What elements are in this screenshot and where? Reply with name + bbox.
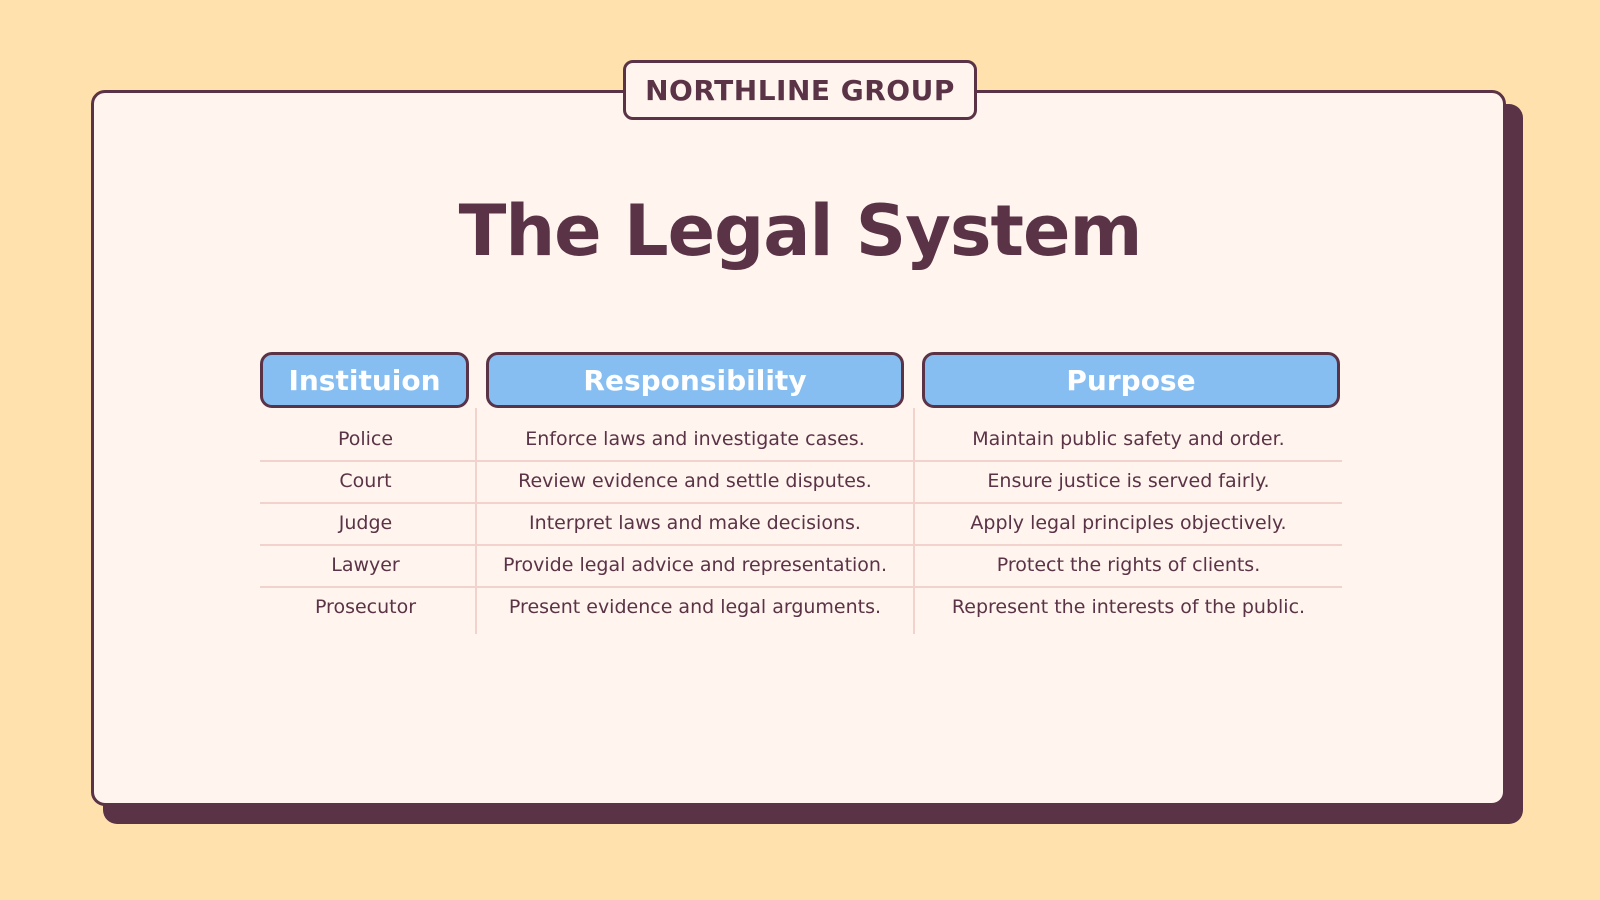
responsibility-cell: Enforce laws and investigate cases. xyxy=(525,428,865,450)
purpose-cell: Ensure justice is served fairly. xyxy=(987,470,1270,492)
table-header-row: Instituion Responsibility Purpose xyxy=(258,352,1342,408)
column-header-institution: Instituion xyxy=(260,352,469,408)
institution-cell: Prosecutor xyxy=(314,596,417,618)
legal-system-table: Instituion Responsibility Purpose Police… xyxy=(258,352,1342,634)
table-row: Lawyer Provide legal advice and represen… xyxy=(260,544,1342,588)
content-card xyxy=(91,90,1506,806)
responsibility-cell: Review evidence and settle disputes. xyxy=(518,470,872,492)
responsibility-cell: Present evidence and legal arguments. xyxy=(508,596,882,618)
responsibility-cell: Interpret laws and make decisions. xyxy=(529,512,861,534)
responsibility-cell: Provide legal advice and representation. xyxy=(502,554,888,576)
brand-badge: NORTHLINE GROUP xyxy=(623,60,977,120)
purpose-cell: Apply legal principles objectively. xyxy=(970,512,1287,534)
table-row: Police Enforce laws and investigate case… xyxy=(260,418,1342,462)
institution-cell: Police xyxy=(337,428,394,450)
page-title: The Legal System xyxy=(458,190,1143,272)
purpose-cell: Maintain public safety and order. xyxy=(972,428,1285,450)
institution-cell: Judge xyxy=(338,512,393,534)
institution-cell: Lawyer xyxy=(331,554,400,576)
table-row: Court Review evidence and settle dispute… xyxy=(260,460,1342,504)
column-divider xyxy=(913,408,915,634)
institution-cell: Court xyxy=(339,470,392,492)
table-body: Police Enforce laws and investigate case… xyxy=(258,408,1342,634)
table-row: Prosecutor Present evidence and legal ar… xyxy=(260,586,1342,628)
table-row: Judge Interpret laws and make decisions.… xyxy=(260,502,1342,546)
brand-name: NORTHLINE GROUP xyxy=(645,73,955,107)
purpose-cell: Represent the interests of the public. xyxy=(951,596,1306,618)
column-header-responsibility: Responsibility xyxy=(486,352,904,408)
purpose-cell: Protect the rights of clients. xyxy=(996,554,1261,576)
column-divider xyxy=(475,408,477,634)
column-header-purpose: Purpose xyxy=(922,352,1340,408)
